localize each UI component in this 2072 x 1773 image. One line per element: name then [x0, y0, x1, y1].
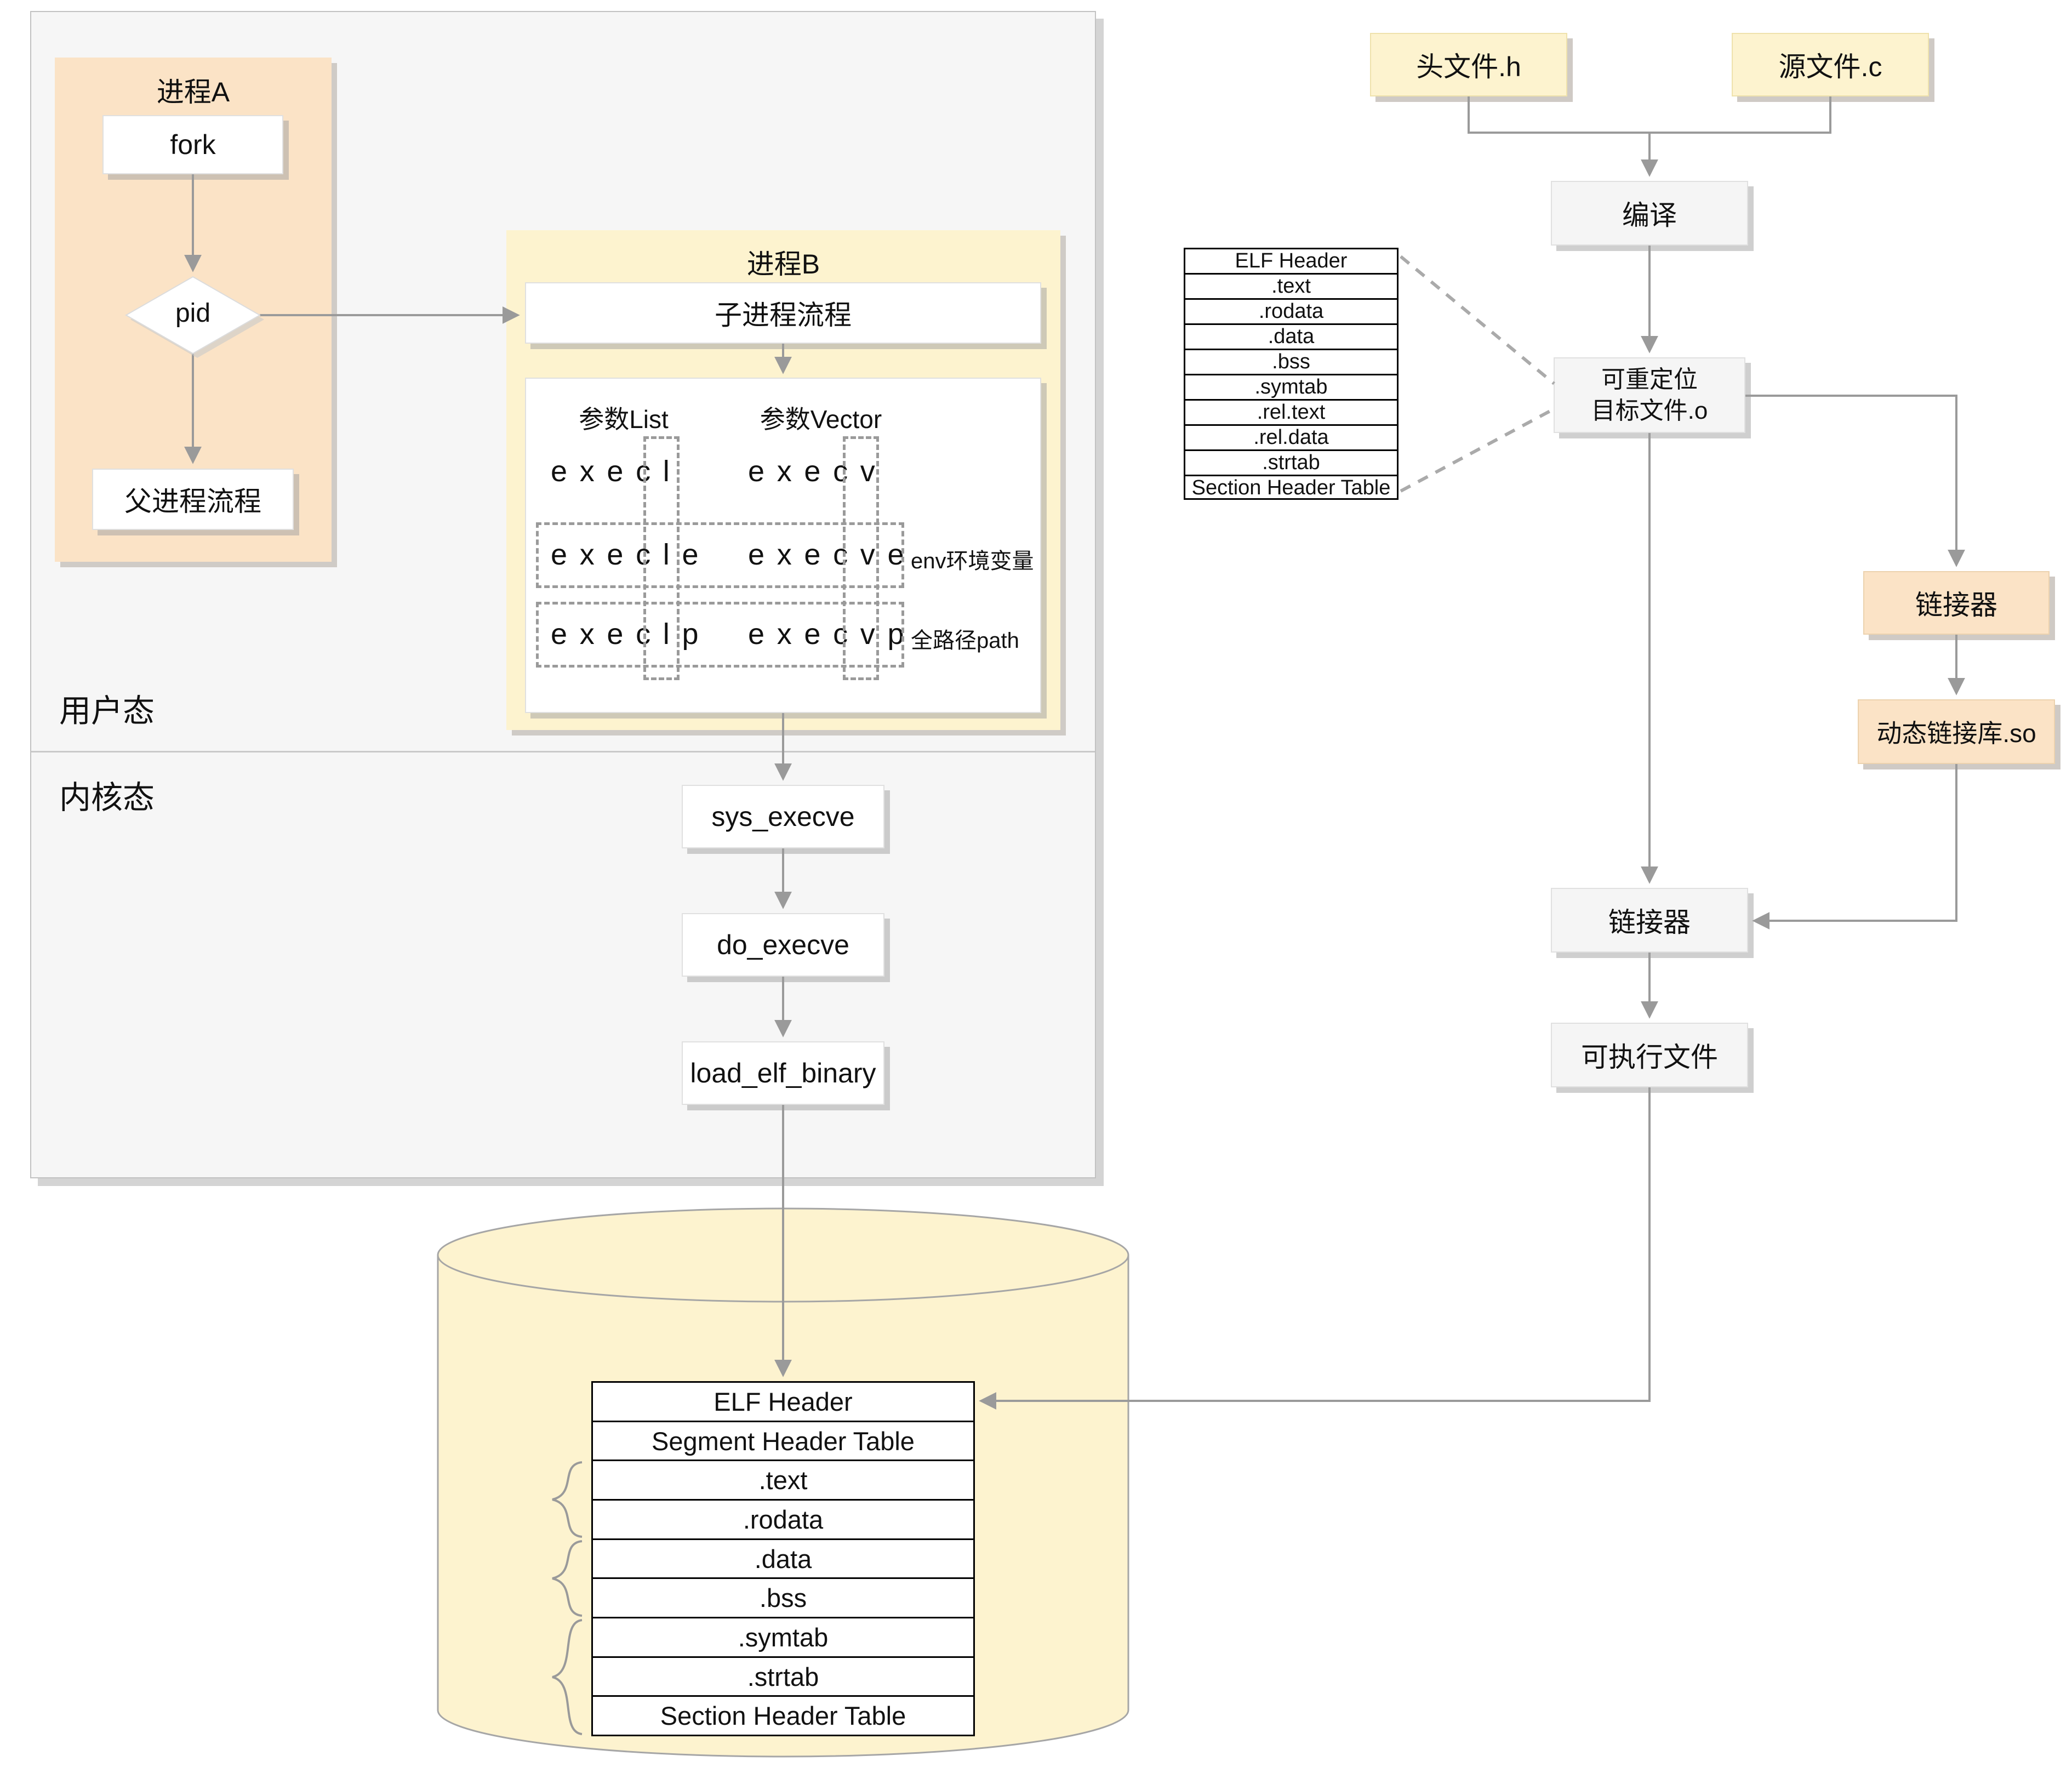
disk-elf-row: .rodata [593, 1499, 973, 1538]
noload-segment-label: 不加载 到内存 [422, 1641, 545, 1710]
noload-segment-brace [552, 1619, 583, 1735]
disk-elf-row: .data [593, 1538, 973, 1578]
dashed-sections-to-object-bottom [1400, 407, 1555, 493]
data-segment-label-text: 数据段 [466, 1563, 545, 1592]
param-vector-header: 参数Vector [760, 405, 882, 434]
disk-elf-row: .bss [593, 1577, 973, 1617]
kernel-mode-label: 内核态 [59, 780, 155, 816]
object-section-row: .strtab [1185, 449, 1397, 475]
env-note-label: env环境变量 [911, 549, 1034, 573]
code-segment-label-text: 代码段 [466, 1484, 545, 1513]
parent-flow-label: 父进程流程 [124, 486, 261, 517]
source-file-label: 源文件.c [1778, 52, 1882, 82]
disk-elf-row: .strtab [593, 1656, 973, 1696]
object-section-row: .rodata [1185, 298, 1397, 323]
execvp-label: execvp [748, 618, 917, 651]
parent-flow-box: 父进程流程 [92, 469, 294, 530]
process-a-title: 进程A [156, 77, 230, 107]
executable-label: 可执行文件 [1581, 1042, 1718, 1073]
execl-label: execl [551, 455, 682, 488]
disk-elf-row: Segment Header Table [593, 1420, 973, 1460]
do-execve-label: do_execve [717, 930, 849, 960]
fork-label: fork [170, 129, 216, 160]
pid-label: pid [175, 299, 211, 328]
child-flow-box: 子进程流程 [525, 282, 1041, 344]
disk-elf-row: .text [593, 1460, 973, 1499]
compile-box: 编译 [1551, 181, 1748, 246]
data-segment-brace [552, 1540, 583, 1617]
load-elf-binary-label: load_elf_binary [690, 1058, 876, 1088]
linker-main-box: 链接器 [1551, 888, 1748, 953]
code-segment-brace [552, 1461, 583, 1538]
object-section-row: .symtab [1185, 374, 1397, 399]
object-section-row: .text [1185, 273, 1397, 298]
path-note-label: 全路径path [911, 629, 1019, 653]
header-file-box: 头文件.h [1370, 33, 1567, 96]
do-execve-box: do_execve [682, 913, 884, 977]
dashed-sections-to-object-top [1400, 255, 1555, 385]
disk-elf-table: ELF Header Segment Header Table .text .r… [591, 1381, 975, 1736]
relocatable-object-label-line1: 可重定位 [1601, 366, 1698, 393]
disk-elf-row: ELF Header [714, 1387, 853, 1416]
dynamic-lib-box: 动态链接库.so [1858, 699, 2055, 764]
sys-execve-box: sys_execve [682, 785, 884, 848]
fork-box: fork [102, 115, 283, 174]
noload-segment-label-line1: 不加载 [466, 1644, 545, 1673]
arrow-dynlib-to-linker-main [1752, 764, 1957, 930]
compile-label: 编译 [1622, 200, 1677, 231]
object-sections-table: ELF Header .text .rodata .data .bss .sym… [1184, 248, 1399, 500]
data-segment-label: 数据段 [422, 1561, 545, 1595]
user-mode-label: 用户态 [59, 693, 155, 729]
linker-main-label: 链接器 [1608, 907, 1691, 938]
mode-divider [31, 751, 1095, 752]
sys-execve-label: sys_execve [711, 801, 855, 832]
child-flow-label: 子进程流程 [715, 300, 852, 330]
object-section-row: .rel.text [1185, 399, 1397, 424]
executable-box: 可执行文件 [1551, 1023, 1748, 1087]
disk-elf-row: .symtab [593, 1617, 973, 1656]
execlp-label: execlp [551, 618, 711, 651]
load-elf-binary-box: load_elf_binary [682, 1041, 884, 1105]
noload-segment-label-line2: 到内存 [466, 1678, 545, 1707]
relocatable-object-label-line2: 目标文件.o [1591, 397, 1708, 424]
linker-right-box: 链接器 [1863, 571, 2050, 635]
object-section-row: .bss [1185, 349, 1397, 374]
arrow-object-to-linker-right [1745, 395, 1965, 567]
dynamic-lib-label: 动态链接库.so [1876, 719, 2036, 748]
execle-label: execle [551, 538, 711, 571]
param-list-header: 参数List [579, 405, 669, 434]
source-file-box: 源文件.c [1732, 33, 1929, 96]
object-section-row: ELF Header [1235, 249, 1348, 272]
process-b-title: 进程B [746, 249, 820, 280]
object-section-row: Section Header Table [1185, 475, 1397, 500]
object-section-row: .data [1185, 323, 1397, 349]
connector-files-join [1468, 96, 1831, 134]
exec-matrix-box: 参数List 参数Vector execl execv execle execv… [525, 378, 1041, 713]
relocatable-object-box: 可重定位 目标文件.o [1554, 357, 1745, 433]
object-section-row: .rel.data [1185, 424, 1397, 449]
header-file-label: 头文件.h [1416, 52, 1521, 82]
disk-elf-row: Section Header Table [593, 1695, 973, 1735]
execve-label: execve [748, 538, 917, 571]
code-segment-label: 代码段 [422, 1482, 545, 1516]
execv-label: execv [748, 455, 888, 488]
linker-right-label: 链接器 [1915, 590, 1997, 620]
